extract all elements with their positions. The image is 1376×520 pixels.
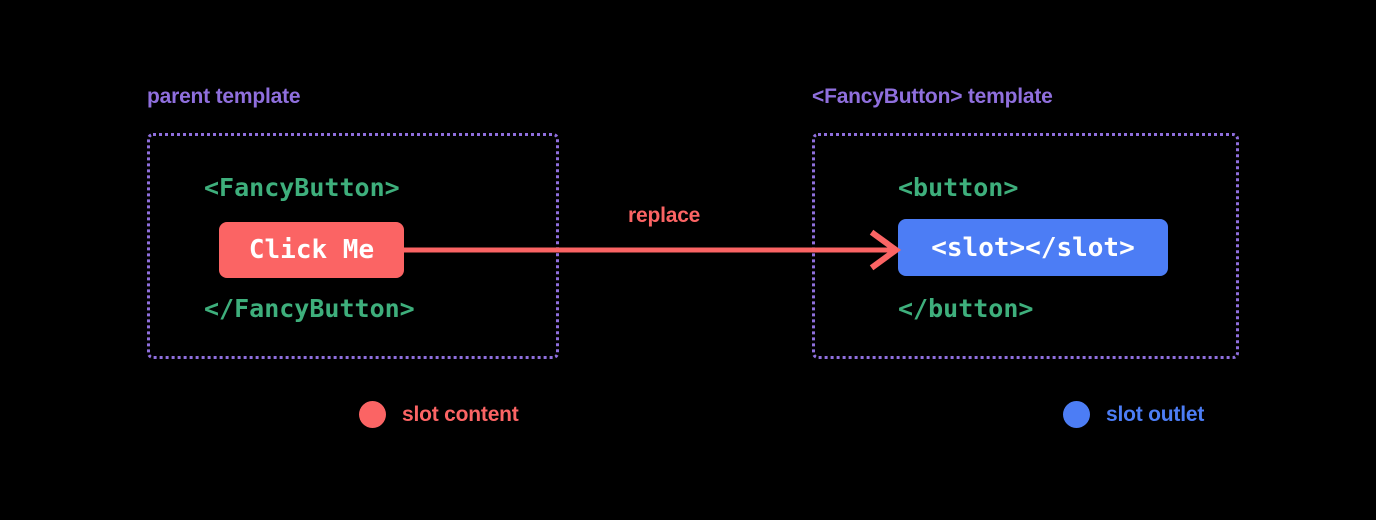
fancybutton-template-panel [812, 133, 1239, 359]
fancybutton-template-caption: <FancyButton> template [812, 85, 1053, 108]
code-open-button: <button> [898, 173, 1019, 202]
code-open-fancybutton: <FancyButton> [204, 173, 400, 202]
legend-label-slot-outlet: slot outlet [1106, 402, 1205, 426]
legend-dot-icon-slot-content [359, 401, 386, 428]
code-close-button: </button> [898, 294, 1034, 323]
slot-outlet-chip: <slot></slot> [898, 219, 1168, 276]
replace-arrow-label: replace [628, 204, 701, 227]
legend-item-slot-content: slot content [359, 401, 519, 428]
parent-template-caption: parent template [147, 85, 301, 108]
legend-label-slot-content: slot content [402, 402, 519, 426]
slot-content-chip: Click Me [219, 222, 404, 278]
code-close-fancybutton: </FancyButton> [204, 294, 415, 323]
legend-item-slot-outlet: slot outlet [1063, 401, 1204, 428]
parent-template-panel [147, 133, 559, 359]
legend-dot-icon-slot-outlet [1063, 401, 1090, 428]
